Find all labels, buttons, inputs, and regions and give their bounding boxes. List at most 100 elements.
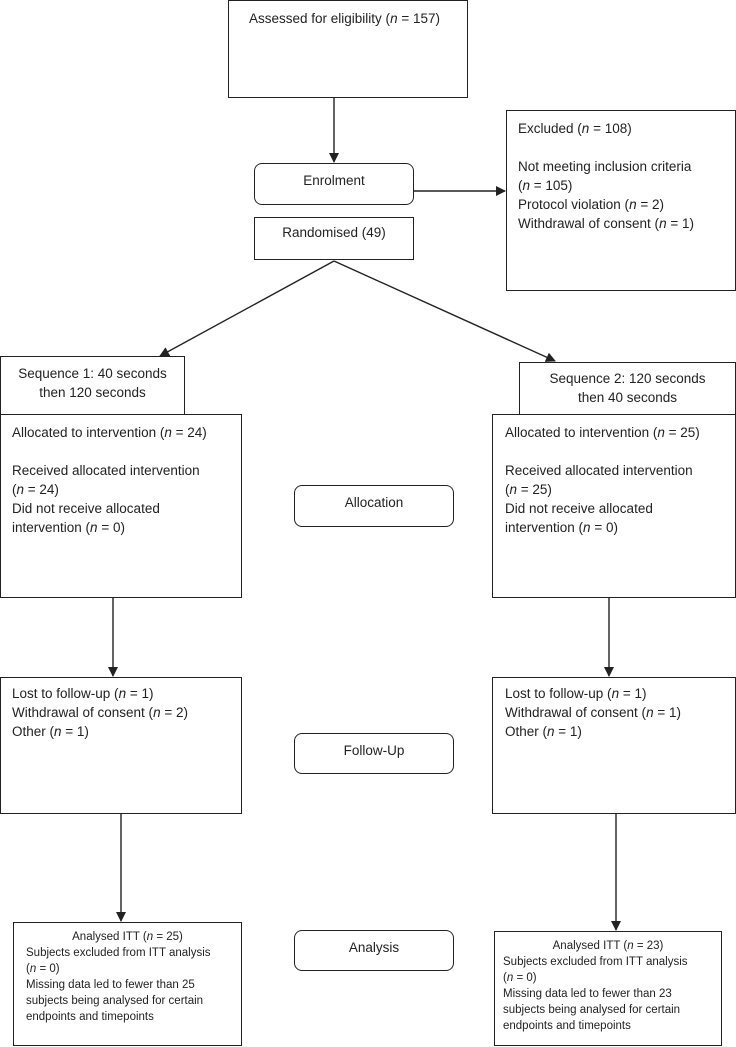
sequence-1-line: then 120 seconds — [39, 385, 146, 400]
allocation-stage: Allocation — [294, 485, 454, 527]
count: = 1) — [653, 705, 681, 720]
text: Subjects excluded from ITT analysis — [503, 956, 688, 968]
excluded-reason: Not meeting inclusion criteria — [518, 159, 692, 174]
allocation-label: Allocation — [344, 495, 404, 510]
text: Did not receive allocated — [12, 501, 160, 516]
n-symbol: n — [16, 482, 25, 497]
n-symbol: n — [581, 121, 590, 136]
text: Lost to follow-up ( — [505, 686, 612, 701]
n-symbol: n — [390, 11, 398, 26]
text: ( — [26, 963, 30, 975]
assessed-count: = 157) — [397, 11, 440, 26]
followup-label: Follow-Up — [343, 743, 405, 758]
right-allocation-box: Allocated to intervention (n = 25) Recei… — [492, 414, 736, 598]
text: ( — [505, 482, 510, 497]
count: = 1) — [619, 686, 647, 701]
assessed-text: Assessed for eligibility ( — [249, 11, 391, 26]
text: ( — [518, 178, 523, 193]
text: Received allocated intervention — [505, 463, 693, 478]
count: = 1) — [126, 686, 154, 701]
randomised-box: Randomised (49) — [254, 217, 414, 260]
n-symbol: n — [583, 520, 591, 535]
text: intervention ( — [12, 520, 91, 535]
excluded-reason-count: = 105) — [530, 178, 573, 193]
excluded-title: Excluded ( — [518, 121, 582, 136]
text: Did not receive allocated — [505, 501, 653, 516]
n-symbol: n — [54, 724, 62, 739]
count: = 0) — [513, 972, 537, 984]
left-analysis-box: Analysed ITT ( n = 25) Subjects excluded … — [13, 922, 242, 1046]
n-symbol: n — [90, 520, 98, 535]
text: Received allocated intervention — [12, 463, 200, 478]
n-symbol: n — [646, 705, 654, 720]
count: = 0) — [36, 963, 60, 975]
sequence-1-box: Sequence 1: 40 seconds then 120 seconds — [0, 356, 185, 415]
assessed-box: Assessed for eligibility (n = 157) — [228, 0, 468, 98]
text: subjects being analysed for certain — [503, 1004, 681, 1016]
n-symbol: n — [522, 178, 531, 193]
text: Other ( — [12, 724, 55, 739]
excluded-count: = 108) — [589, 121, 632, 136]
randomised-label: Randomised (49) — [282, 225, 386, 240]
count: = 2) — [160, 705, 188, 720]
n-symbol: n — [659, 216, 667, 231]
n-symbol: n — [627, 940, 634, 952]
n-symbol: n — [629, 197, 637, 212]
sequence-2-box: Sequence 2: 120 seconds then 40 seconds — [519, 362, 736, 415]
right-followup-box: Lost to follow-up ( n = 1) Withdrawal of … — [492, 677, 736, 814]
text: ( — [503, 972, 507, 984]
analysis-label: Analysis — [348, 940, 400, 955]
enrolment-label: Enrolment — [303, 173, 365, 188]
excluded-reason-count: = 2) — [636, 197, 664, 212]
sequence-2-line: Sequence 2: 120 seconds — [549, 371, 706, 386]
n-symbol: n — [509, 482, 518, 497]
sequence-2-line: then 40 seconds — [577, 390, 678, 405]
excluded-reason: Withdrawal of consent ( — [518, 216, 660, 231]
count: = 0) — [97, 520, 125, 535]
arrow-randomised-seq1 — [159, 260, 335, 357]
n-symbol: n — [29, 963, 37, 975]
n-symbol: n — [506, 972, 514, 984]
text: Missing data led to fewer than 23 — [503, 988, 672, 1000]
count: = 24) — [171, 425, 207, 440]
left-followup-box: Lost to follow-up (n = 1) Withdrawal of … — [0, 677, 242, 814]
sequence-1-line: Sequence 1: 40 seconds — [18, 366, 167, 381]
text: Allocated to intervention ( — [505, 425, 658, 440]
text: Allocated to intervention ( — [12, 425, 165, 440]
n-symbol: n — [547, 724, 555, 739]
text: Withdrawal of consent ( — [505, 705, 647, 720]
right-analysis-box: Analysed ITT (n = 23) Subjects excluded … — [494, 931, 722, 1046]
excluded-reason-count: = 1) — [666, 216, 694, 231]
count: = 23) — [633, 940, 664, 952]
followup-stage: Follow-Up — [294, 733, 454, 774]
text: Analysed ITT ( — [552, 940, 628, 952]
count: = 24) — [24, 482, 59, 497]
text: Missing data led to fewer than 25 — [26, 979, 195, 991]
count: = 25) — [517, 482, 552, 497]
left-allocation-box: Allocated to intervention (n = 24) Recei… — [0, 414, 242, 598]
count: = 25) — [664, 425, 700, 440]
n-symbol: n — [164, 425, 172, 440]
count: = 1) — [61, 724, 89, 739]
text: endpoints and timepoints — [503, 1020, 631, 1032]
text: intervention ( — [505, 520, 584, 535]
enrolment-stage: Enrolment — [254, 163, 414, 205]
arrow-randomised-seq2 — [333, 260, 556, 362]
text: Other ( — [505, 724, 548, 739]
excluded-reason: Protocol violation ( — [518, 197, 630, 212]
n-symbol: n — [118, 686, 127, 701]
text: Analysed ITT ( — [72, 931, 147, 943]
count: = 1) — [554, 724, 582, 739]
text: endpoints and timepoints — [26, 1011, 154, 1023]
text: Lost to follow-up ( — [12, 686, 119, 701]
text: ( — [12, 482, 17, 497]
analysis-stage: Analysis — [294, 930, 454, 971]
n-symbol: n — [153, 705, 161, 720]
text: Withdrawal of consent ( — [12, 705, 154, 720]
n-symbol: n — [657, 425, 665, 440]
count: = 0) — [590, 520, 618, 535]
text: subjects being analysed for certain — [26, 995, 204, 1007]
excluded-box: Excluded (n = 108) Not meeting inclusion… — [506, 110, 736, 291]
text: Subjects excluded from ITT analysis — [26, 947, 211, 959]
count: = 25) — [153, 931, 183, 943]
